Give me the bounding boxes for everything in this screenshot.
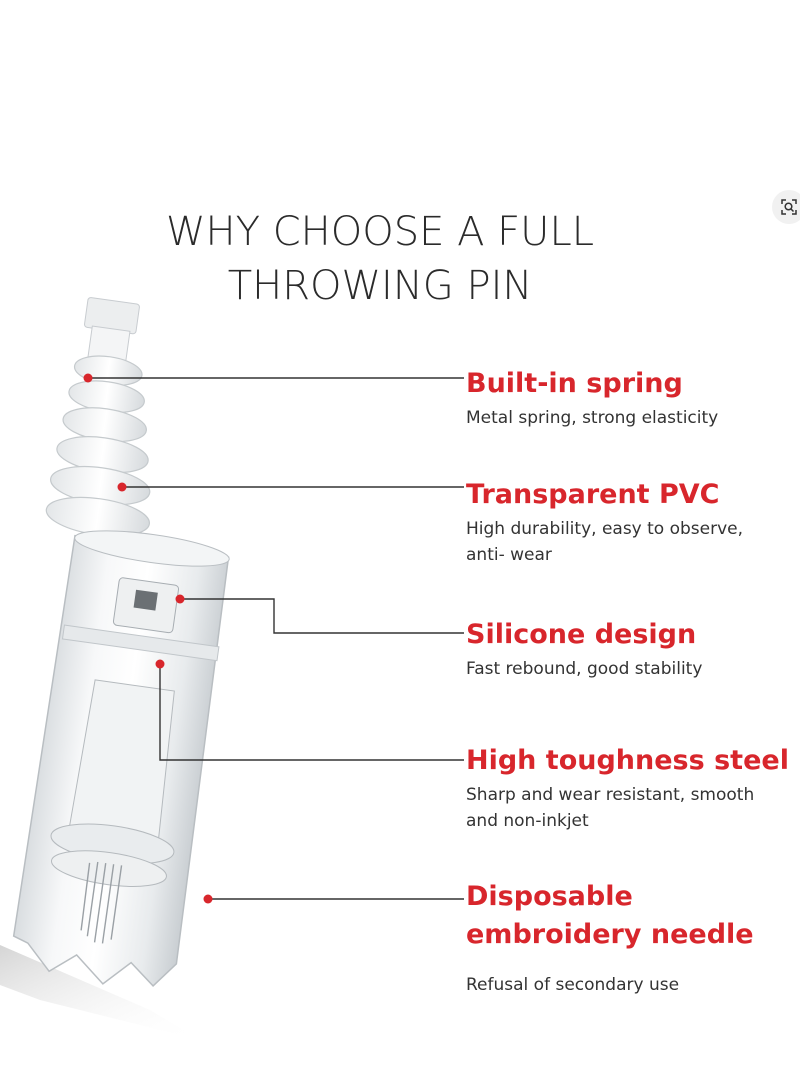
page-title: WHY CHOOSE A FULL THROWING PIN bbox=[130, 205, 630, 313]
feature-heading: Transparent PVC bbox=[466, 479, 720, 510]
feature-description: Metal spring, strong elasticity bbox=[466, 408, 719, 428]
feature-description: High durability, easy to observe, anti- … bbox=[466, 516, 743, 568]
feature-heading: High toughness steel bbox=[466, 745, 789, 776]
zoom-button[interactable] bbox=[772, 190, 800, 224]
feature-transparent-pvc: Transparent PVC High durability, easy to… bbox=[466, 476, 743, 568]
title-line-2: THROWING PIN bbox=[227, 263, 533, 309]
marker-steel bbox=[155, 659, 165, 669]
marker-needle bbox=[203, 894, 213, 904]
zoom-search-icon bbox=[781, 199, 797, 215]
feature-heading: Built-in spring bbox=[466, 368, 683, 399]
feature-high-toughness-steel: High toughness steel Sharp and wear resi… bbox=[466, 742, 789, 834]
feature-description-line: Sharp and wear resistant, smooth bbox=[466, 785, 755, 805]
feature-built-in-spring: Built-in spring Metal spring, strong ela… bbox=[466, 365, 718, 431]
feature-heading-line: embroidery needle bbox=[466, 919, 754, 950]
marker-spring bbox=[83, 373, 93, 383]
feature-description: Fast rebound, good stability bbox=[466, 659, 703, 679]
feature-disposable-needle: Disposable embroidery needle Refusal of … bbox=[466, 878, 754, 998]
feature-description: Sharp and wear resistant, smooth and non… bbox=[466, 782, 789, 834]
feature-description-line: High durability, easy to observe, bbox=[466, 519, 744, 539]
marker-pvc bbox=[117, 482, 127, 492]
feature-silicone-design: Silicone design Fast rebound, good stabi… bbox=[466, 616, 702, 682]
feature-markers bbox=[83, 373, 213, 904]
feature-heading: Silicone design bbox=[466, 619, 697, 650]
feature-description-line: and non-inkjet bbox=[466, 811, 589, 831]
leader-lines bbox=[88, 377, 464, 900]
feature-description: Refusal of secondary use bbox=[466, 975, 680, 995]
feature-description-line: anti- wear bbox=[466, 545, 552, 565]
feature-heading-line: Disposable bbox=[466, 881, 633, 912]
feature-heading: Disposable embroidery needle bbox=[466, 878, 754, 954]
marker-silicone bbox=[175, 594, 185, 604]
title-line-1: WHY CHOOSE A FULL bbox=[165, 209, 595, 255]
